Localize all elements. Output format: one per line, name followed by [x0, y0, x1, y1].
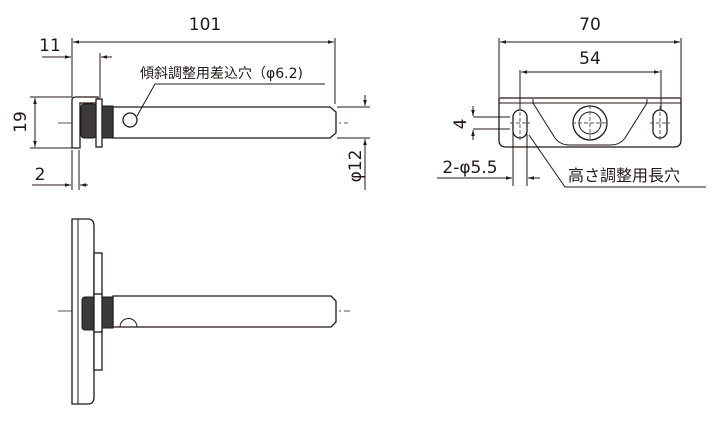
tilt-hole-note: 傾斜調整用差込穴（φ6.2): [140, 66, 303, 82]
dim-slot-travel: 4: [451, 119, 471, 130]
dim-bracket-depth: 11: [39, 36, 61, 56]
dim-height: 19: [11, 111, 31, 133]
tilt-hole: [119, 318, 138, 328]
thread-left: [80, 103, 97, 139]
dim-thickness: 2: [35, 165, 46, 185]
dim-hole-pitch: 54: [579, 49, 601, 69]
shaft: [112, 295, 337, 328]
tilt-hole: [122, 112, 138, 128]
side-view: 101 11 傾斜調整用差込穴（φ6.2) 19 2 φ12: [11, 15, 370, 190]
dim-shaft-diameter: φ12: [346, 150, 366, 183]
thread-left: [81, 296, 96, 331]
thread-right: [101, 105, 114, 139]
washer: [95, 98, 103, 148]
thread-right: [101, 296, 114, 329]
dim-slot-spec: 2-φ5.5: [442, 158, 497, 178]
dim-overall-width: 70: [579, 15, 601, 35]
dim-overall-length: 101: [189, 15, 221, 35]
shaft: [112, 106, 337, 139]
slot-note: 高さ調整用長穴: [568, 166, 680, 185]
bracket: [71, 96, 99, 149]
top-view: [58, 218, 350, 405]
front-view: 70 54 4 2-φ5.5 高さ調整用長穴: [437, 15, 706, 188]
